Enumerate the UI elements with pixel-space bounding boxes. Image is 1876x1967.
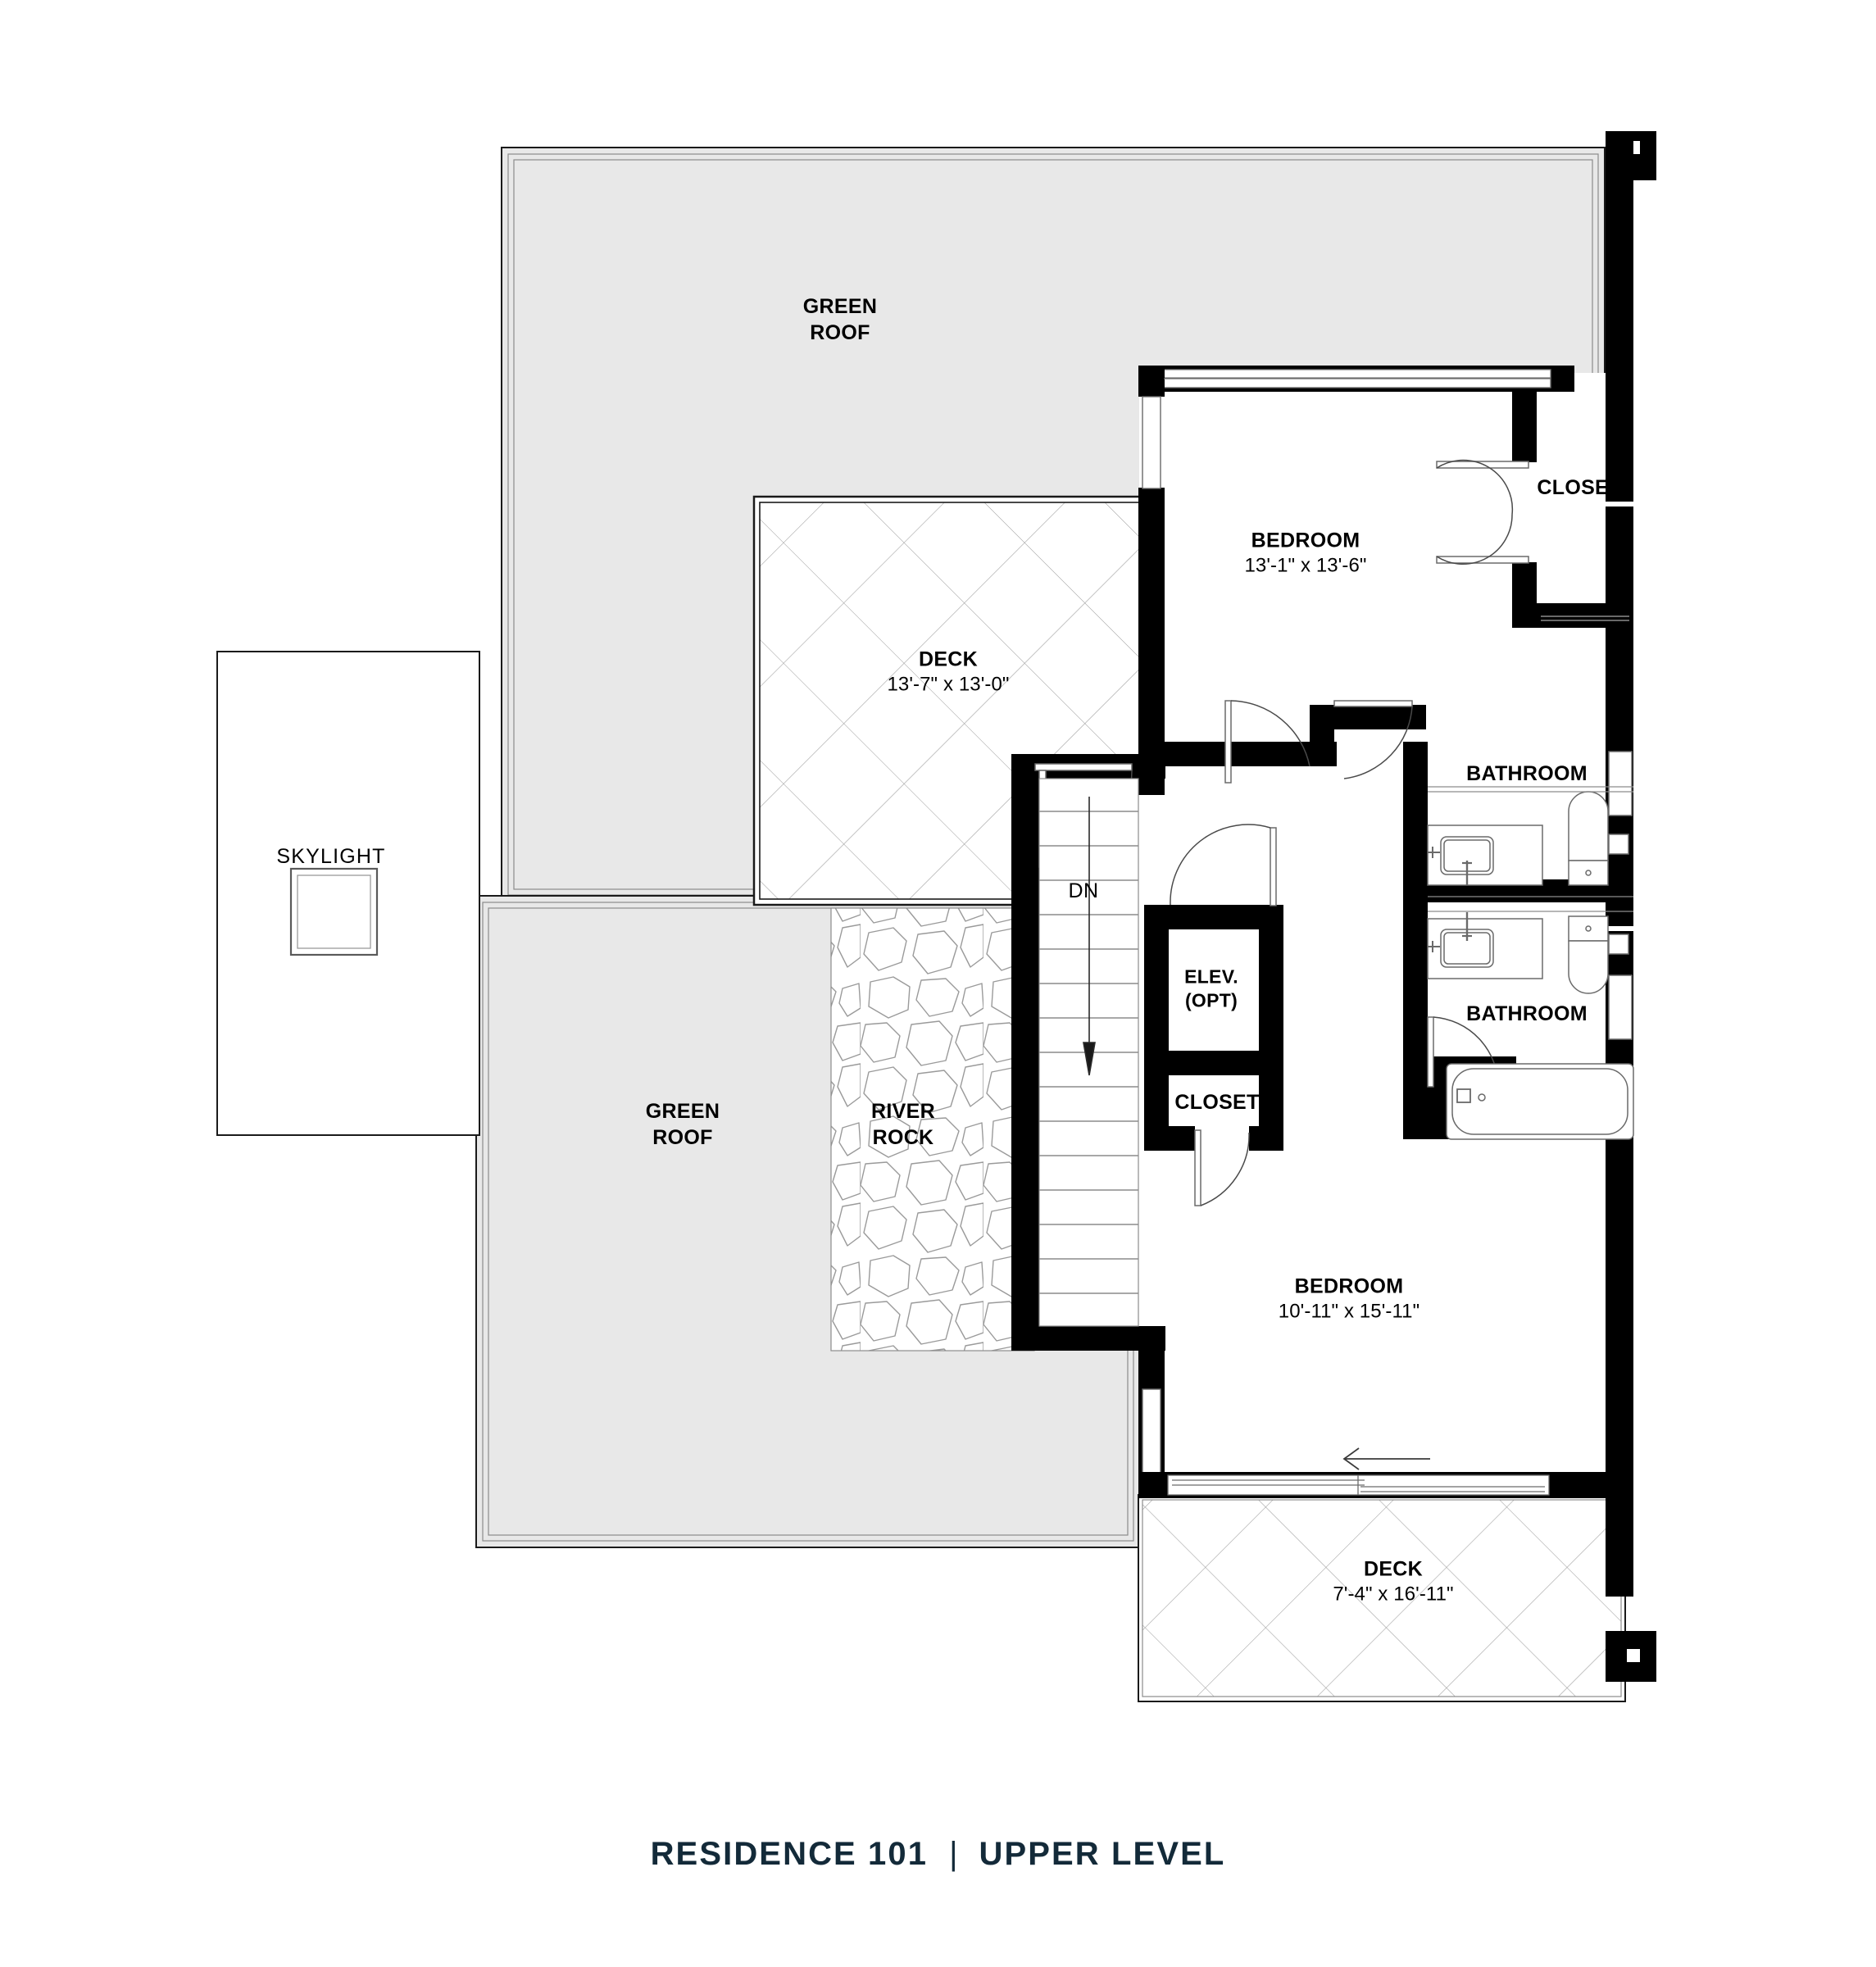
toilet-lower [1568, 915, 1609, 994]
stairs [1038, 778, 1139, 1327]
shower-upper [1608, 751, 1633, 855]
slide-direction-arrow [1342, 1447, 1430, 1470]
sheet-title: RESIDENCE 101 | UPPER LEVEL [0, 1836, 1876, 1873]
elevator-door [1170, 824, 1277, 906]
skylight-plate [216, 651, 480, 1136]
bathtub-lower [1446, 1063, 1634, 1140]
niche-lower [1608, 934, 1633, 1040]
bathroom-upper-door [1333, 700, 1413, 779]
title-residence: RESIDENCE 101 [650, 1836, 929, 1872]
title-separator: | [949, 1836, 958, 1872]
title-level: UPPER LEVEL [979, 1836, 1226, 1872]
vanity-upper [1427, 825, 1543, 886]
vanity-lower [1427, 912, 1543, 979]
bedroom-upper-door [1224, 700, 1310, 784]
closet-lower-door [1194, 1129, 1250, 1206]
closet-shelving [1541, 616, 1629, 621]
stair-down-arrow [1083, 797, 1096, 1076]
green-roof-lower-area [475, 895, 1141, 1548]
sliding-door-lower [1172, 1475, 1545, 1495]
toilet-upper [1568, 791, 1609, 886]
river-rock-area [830, 907, 1035, 1351]
interior-detail-lines [1428, 786, 1633, 912]
deck-lower-area [1138, 1494, 1626, 1702]
closet-upper-doors [1436, 459, 1529, 565]
bathroom-fixtures [1427, 751, 1634, 1140]
